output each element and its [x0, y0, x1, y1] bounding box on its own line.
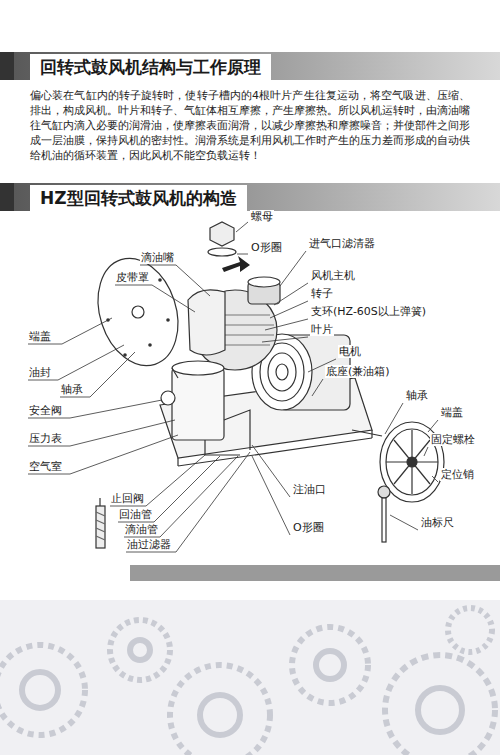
- header-band: [0, 183, 500, 211]
- rotation-arrow: [222, 256, 250, 272]
- part-label: 轴承: [60, 383, 84, 396]
- part-label: O形圈: [250, 241, 283, 254]
- part-label: 油封: [28, 366, 52, 379]
- part-label: 空气室: [28, 460, 63, 473]
- part-label: 油标尺: [420, 516, 455, 529]
- part-label: 进气口滤清器: [308, 237, 376, 250]
- part-label: 压力表: [28, 432, 63, 445]
- part-label: 回油管: [118, 508, 153, 521]
- part-label: 安全阀: [28, 404, 63, 417]
- page-title: 回转式鼓风机结构与工作原理: [30, 54, 271, 81]
- header-block: [0, 183, 14, 211]
- part-label: 止回阀: [110, 492, 145, 505]
- part-label: 风机主机: [310, 269, 356, 282]
- part-label: 端盖: [440, 406, 464, 419]
- header-band: [0, 52, 500, 80]
- blower-drawing: [85, 222, 444, 548]
- heading-text: HZ型回转式鼓风机的构造: [40, 187, 237, 210]
- part-label: 皮带罩: [115, 271, 150, 284]
- part-label: 支环(HZ-60S以上弹簧): [310, 305, 427, 318]
- header-block: [0, 52, 14, 80]
- section-heading: HZ型回转式鼓风机的构造: [30, 185, 247, 212]
- part-label: 端盖: [28, 330, 52, 343]
- part-label: 螺母: [250, 210, 274, 223]
- footer-band: [130, 565, 500, 581]
- description-paragraph: 偏心装在气缸内的转子旋转时，使转子槽内的4根叶片产生往复运动，将空气吸进、压缩、…: [30, 88, 470, 163]
- part-label: 电机: [338, 345, 362, 358]
- leader-lines: [28, 222, 438, 552]
- part-label: 轴承: [405, 389, 429, 402]
- part-label: 注油口: [292, 483, 327, 496]
- part-label: 底座(兼油箱): [325, 365, 391, 378]
- gear-decoration: [0, 608, 495, 755]
- part-label: 固定螺栓: [430, 433, 476, 446]
- part-label: 油过滤器: [126, 538, 172, 551]
- part-label: 定位销: [440, 468, 475, 481]
- part-label: O形圈: [292, 521, 325, 534]
- part-label: 转子: [310, 287, 334, 300]
- part-label: 叶片: [310, 323, 334, 336]
- part-label: 滴油管: [124, 523, 159, 536]
- part-label: 滴油嘴: [140, 251, 175, 264]
